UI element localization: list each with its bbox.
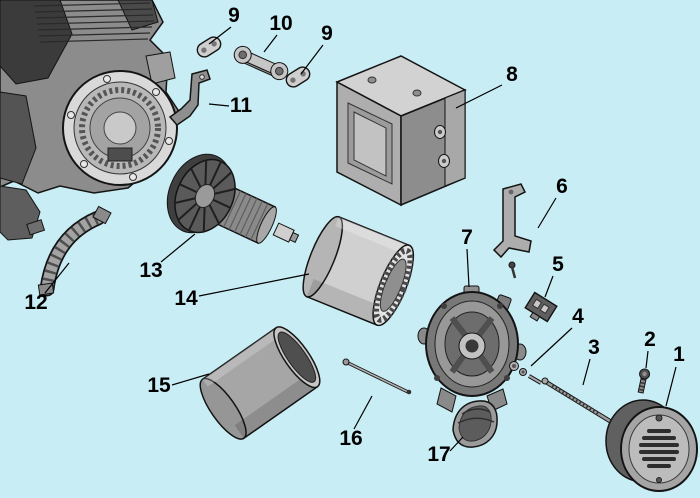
rotor-fan [166,153,236,234]
part-17-cover [452,400,498,448]
leader-9b [300,44,324,75]
part-10-connector-link [233,45,289,81]
callout-label-7: 7 [461,226,473,249]
part-1-end-cover [605,399,698,492]
leader-1 [665,366,677,407]
engine-cooling-fins [33,2,155,43]
leader-16 [353,395,373,430]
leader-10 [263,34,278,53]
callout-label-10: 10 [269,12,292,35]
part-14-stator [302,215,415,327]
leader-9a [208,26,232,45]
callout-label-11: 11 [230,94,253,117]
end-cover-vent-slots [639,429,679,468]
part-5-brush-holder [524,291,558,323]
callout-label-9b: 9 [321,22,333,45]
callout-label-16: 16 [339,427,362,450]
callout-label-9a: 9 [228,4,240,27]
leader-6 [537,197,557,229]
leader-15 [171,373,210,386]
part-8-control-box [335,55,467,207]
part-9-gasket-left [196,36,222,58]
part-12-retainer-band [37,205,112,297]
part-15-sleeve [199,326,321,440]
callout-label-1: 1 [673,343,685,366]
leader-11 [208,103,230,107]
callout-label-3: 3 [588,336,600,359]
leader-2 [645,350,649,369]
callout-label-6: 6 [556,175,568,198]
part-6-bracket [492,183,532,279]
part-7-end-bracket [417,285,527,413]
callout-label-13: 13 [139,259,162,282]
callout-label-17: 17 [427,443,450,466]
callout-label-12: 12 [24,291,47,314]
part-11-bracket [168,69,211,126]
leader-4 [530,327,573,367]
leader-3 [582,358,591,386]
leader-17 [449,436,464,452]
rotor-shaft [272,222,300,244]
callout-labels: 9 10 9 8 11 6 7 5 13 14 12 4 2 3 1 15 16… [24,4,685,466]
bell-housing-bolt-holes [67,75,173,181]
callout-label-2: 2 [644,328,656,351]
leader-13 [160,233,196,263]
part-13-rotor [166,153,300,245]
callout-label-4: 4 [572,305,584,328]
callout-label-15: 15 [147,374,171,397]
leader-12 [44,262,70,294]
leader-5 [544,275,554,298]
leader-14 [198,273,310,297]
leader-8 [455,84,503,109]
part-4-hardware [509,361,543,385]
part-2-bolt [637,368,651,394]
callout-label-8: 8 [506,63,518,86]
part-16-rod [342,358,412,395]
leader-7 [466,248,470,288]
engine-assembly [0,0,179,241]
end-bracket-bolt-holes [434,303,510,381]
callout-label-5: 5 [552,253,564,276]
callout-leader-lines [44,26,677,452]
part-9-gasket-right [285,66,311,88]
callout-label-14: 14 [174,287,198,310]
